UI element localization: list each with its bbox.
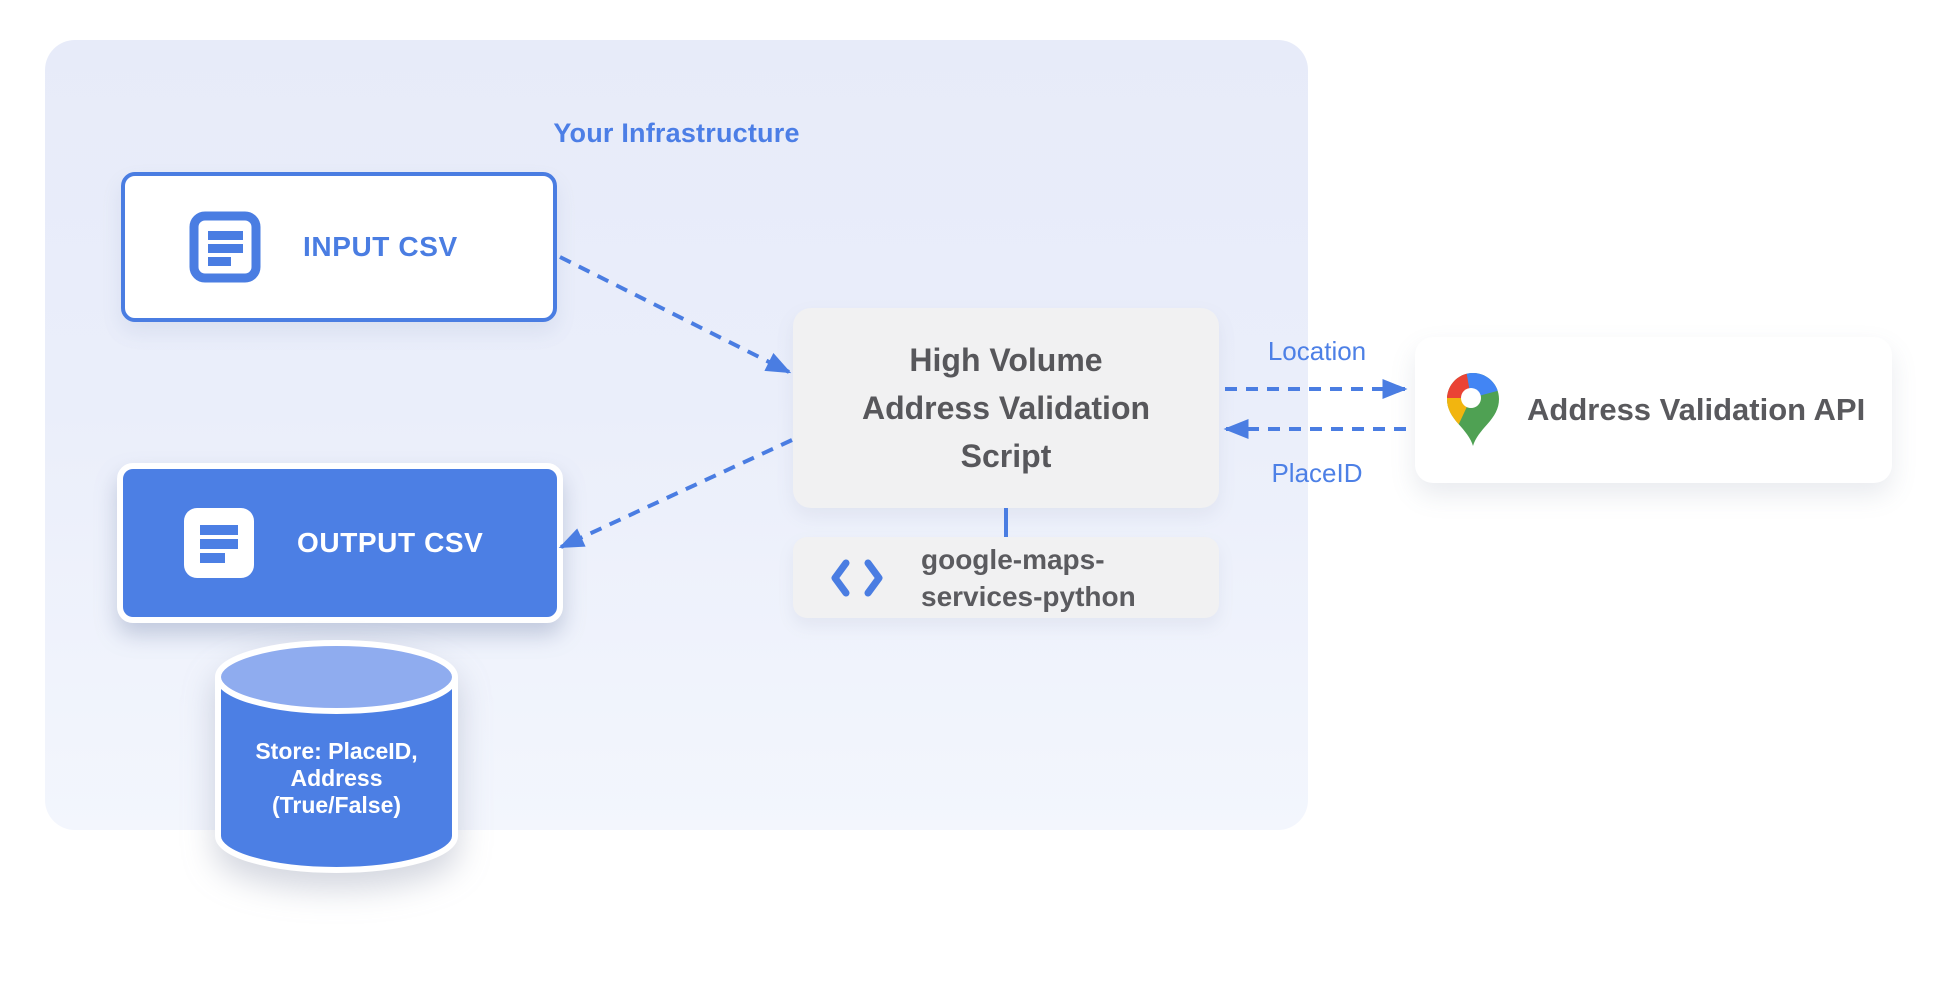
location-label: Location (1267, 336, 1367, 366)
library-label: google-maps- services-python (921, 541, 1136, 615)
datastore-line: (True/False) (271, 792, 402, 818)
placeid-label: PlaceID (1271, 458, 1363, 488)
script-label-line: High Volume (909, 342, 1103, 378)
datastore-line: Store: PlaceID, (255, 738, 418, 764)
document-icon (189, 211, 261, 283)
code-icon (831, 559, 883, 596)
api-label: Address Validation API (1527, 392, 1866, 427)
database-icon (215, 640, 458, 873)
script-label-line: Script (960, 438, 1052, 474)
datastore-label: Store: PlaceID, Address (True/False) (213, 738, 460, 819)
output-csv-node: OUTPUT CSV (117, 463, 563, 623)
infrastructure-title: Your Infrastructure (553, 118, 800, 148)
document-icon (184, 508, 254, 578)
input-csv-label: INPUT CSV (303, 231, 458, 262)
output-csv-label: OUTPUT CSV (297, 527, 484, 558)
maps-pin-icon (1447, 373, 1499, 446)
input-csv-node: INPUT CSV (121, 172, 557, 322)
script-node: High Volume Address Validation Script (793, 308, 1219, 508)
library-label-line: google-maps- (921, 543, 1105, 575)
library-node: google-maps- services-python (793, 537, 1219, 618)
library-label-line: services-python (921, 580, 1136, 612)
api-node: Address Validation API (1415, 337, 1892, 483)
datastore-line: Address (290, 765, 383, 791)
datastore-cylinder: Store: PlaceID, Address (True/False) (213, 638, 460, 878)
script-label-line: Address Validation (861, 390, 1151, 426)
